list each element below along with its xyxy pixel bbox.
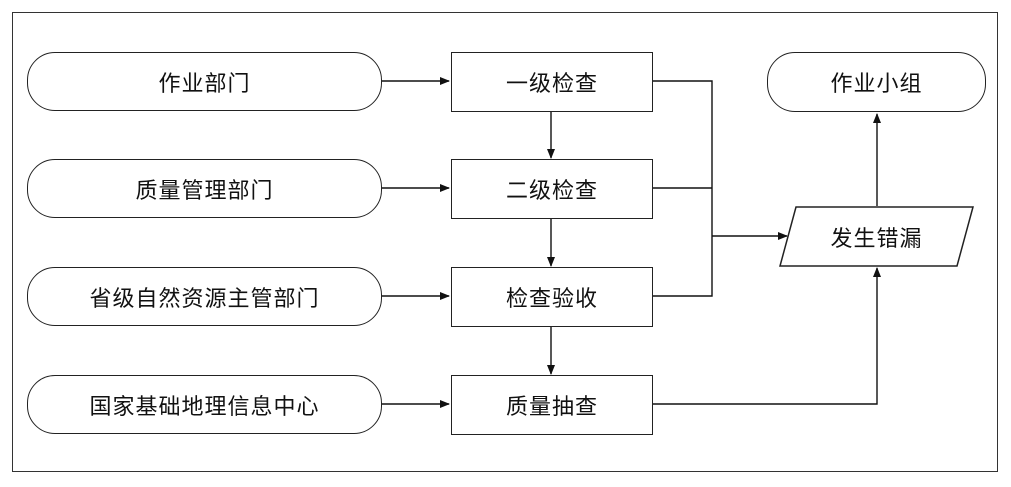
error-node-label: 发生错漏 <box>830 226 923 252</box>
check-node-acceptance: 检查验收 <box>451 267 653 327</box>
diagram-frame <box>12 12 998 472</box>
check-node-level2: 二级检查 <box>451 159 653 219</box>
parallelogram-shape <box>779 206 974 267</box>
check-node-spot-check: 质量抽查 <box>451 375 653 435</box>
department-node-national-center: 国家基础地理信息中心 <box>27 375 382 434</box>
department-node-work: 作业部门 <box>27 52 382 111</box>
department-node-provincial: 省级自然资源主管部门 <box>27 267 382 326</box>
arrow-check4-to-error <box>653 267 881 405</box>
error-node: 发生错漏 <box>779 206 974 267</box>
check-node-level1: 一级检查 <box>451 52 653 112</box>
team-node: 作业小组 <box>767 52 986 112</box>
department-node-quality-mgmt: 质量管理部门 <box>27 159 382 218</box>
